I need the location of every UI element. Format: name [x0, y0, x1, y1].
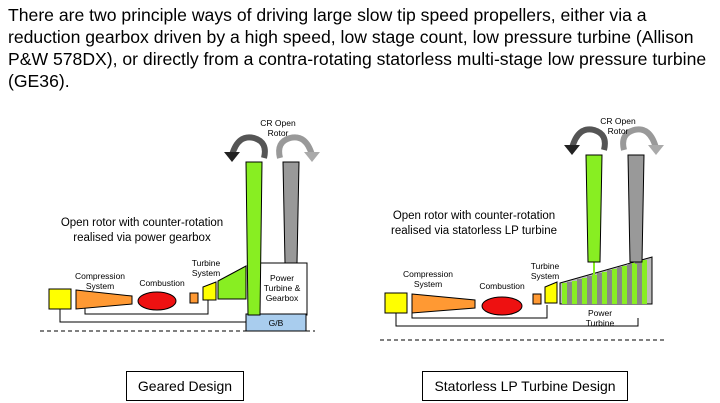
left-gb-label: G/B [268, 318, 284, 328]
statorless-design-diagram [380, 126, 665, 341]
left-rotation-arrow-2 [276, 134, 315, 159]
right-grey-blade [627, 154, 645, 263]
left-turbine-label: Turbine System [191, 258, 221, 278]
right-combustor [481, 296, 523, 316]
right-fan-block [384, 292, 408, 314]
left-rotation-arrowhead-2 [304, 152, 320, 162]
left-fan-block [48, 288, 72, 310]
right-turbine-yellow [544, 281, 558, 304]
left-compression-label: Compression System [74, 271, 126, 291]
left-compressor [75, 289, 133, 310]
right-rotation-arrowhead-1 [564, 145, 580, 155]
left-power-box [256, 262, 308, 316]
right-green-blade [585, 154, 603, 263]
right-lp-shaft [395, 310, 639, 327]
left-turbine-yellow [202, 281, 217, 301]
left-rotation-arrow-1 [229, 134, 268, 159]
right-rotation-arrowhead-2 [648, 145, 664, 155]
intro-paragraph: There are two principle ways of driving … [8, 5, 707, 91]
right-turbine-label: Turbine System [530, 261, 560, 281]
right-compression-label: Compression System [402, 269, 454, 289]
left-small-block [189, 292, 199, 304]
right-rotation-arrow-1 [569, 126, 608, 151]
right-rotation-arrow-2 [620, 126, 659, 151]
geared-design-caption: Geared Design [126, 371, 244, 401]
right-combustion-label: Combustion [479, 281, 525, 291]
geared-design-diagram [40, 134, 320, 332]
left-combustor [137, 291, 177, 311]
left-combustion-label: Combustion [139, 278, 185, 288]
left-grey-blade [282, 161, 300, 264]
right-power-label: Power Turbine [585, 308, 615, 328]
left-green-blade [245, 161, 263, 316]
left-hp-shaft [84, 300, 209, 315]
left-rotor-label: CR Open Rotor [260, 118, 296, 138]
left-gearbox [245, 313, 307, 332]
left-rotation-arrowhead-1 [224, 152, 240, 162]
right-small-block [532, 293, 542, 305]
left-power-label: Power Turbine & Gearbox [263, 273, 301, 303]
statorless-design-caption: Statorless LP Turbine Design [422, 371, 628, 401]
right-caption: Open rotor with counter-rotation realise… [391, 210, 557, 237]
left-caption: Open rotor with counter-rotation realise… [60, 217, 224, 244]
right-rotor-label: CR Open Rotor [600, 116, 636, 136]
left-turbine-green [217, 265, 247, 300]
right-turbine-stages [562, 260, 647, 304]
right-compressor [411, 293, 476, 314]
